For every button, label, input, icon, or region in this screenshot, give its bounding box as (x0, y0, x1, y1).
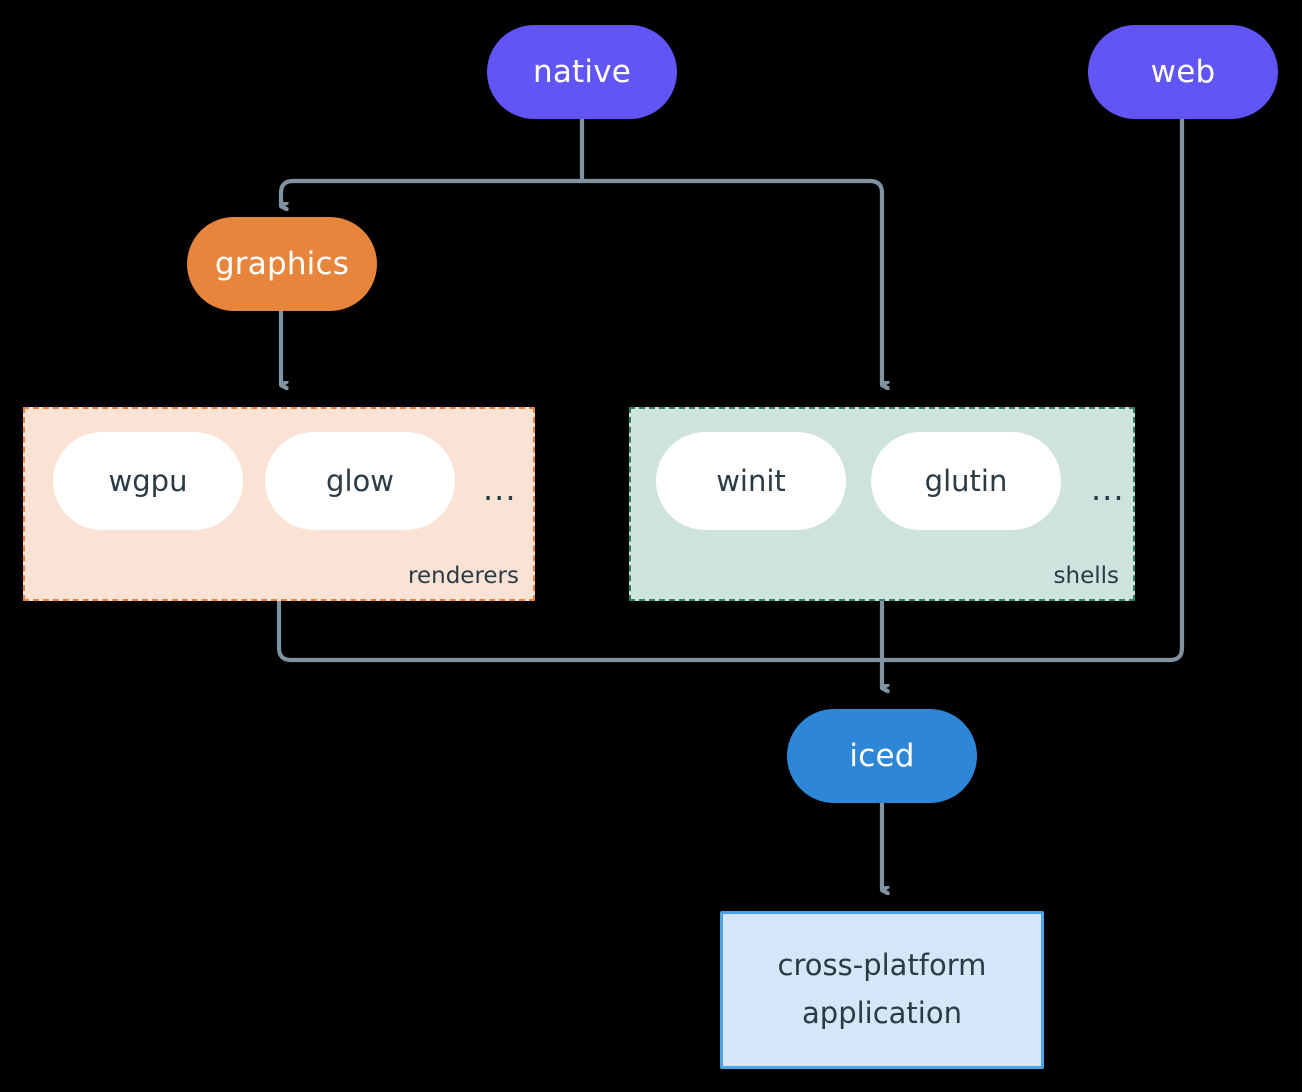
renderer-item-wgpu[interactable]: wgpu (53, 432, 243, 530)
group-renderers-label: renderers (408, 563, 519, 589)
group-renderers: wgpu glow ... renderers (23, 407, 535, 601)
node-web-label: web (1150, 54, 1216, 90)
node-application-line1: cross-platform (777, 948, 987, 983)
node-web[interactable]: web (1088, 25, 1278, 119)
renderer-item-glow-label: glow (326, 464, 394, 498)
group-shells: winit glutin ... shells (629, 407, 1135, 601)
node-graphics[interactable]: graphics (187, 217, 377, 311)
edge-renderers-to-iced (276, 598, 885, 663)
node-iced[interactable]: iced (787, 709, 977, 803)
edge-native-to-shells (579, 178, 882, 385)
shell-item-winit[interactable]: winit (656, 432, 846, 530)
renderers-ellipsis: ... (483, 470, 517, 508)
node-application-line2: application (802, 996, 962, 1030)
node-native-label: native (532, 54, 632, 90)
shells-ellipsis: ... (1091, 470, 1125, 508)
node-graphics-label: graphics (214, 246, 350, 282)
shell-item-winit-label: winit (716, 464, 786, 498)
renderer-item-glow[interactable]: glow (265, 432, 455, 530)
shell-item-glutin-label: glutin (924, 464, 1008, 498)
renderer-item-wgpu-label: wgpu (108, 464, 188, 498)
edge-native-to-graphics (278, 178, 585, 206)
shell-item-glutin[interactable]: glutin (871, 432, 1061, 530)
node-iced-label: iced (849, 738, 915, 774)
node-native[interactable]: native (487, 25, 677, 119)
node-application[interactable]: cross-platform application (720, 911, 1044, 1069)
group-shells-label: shells (1053, 563, 1119, 589)
